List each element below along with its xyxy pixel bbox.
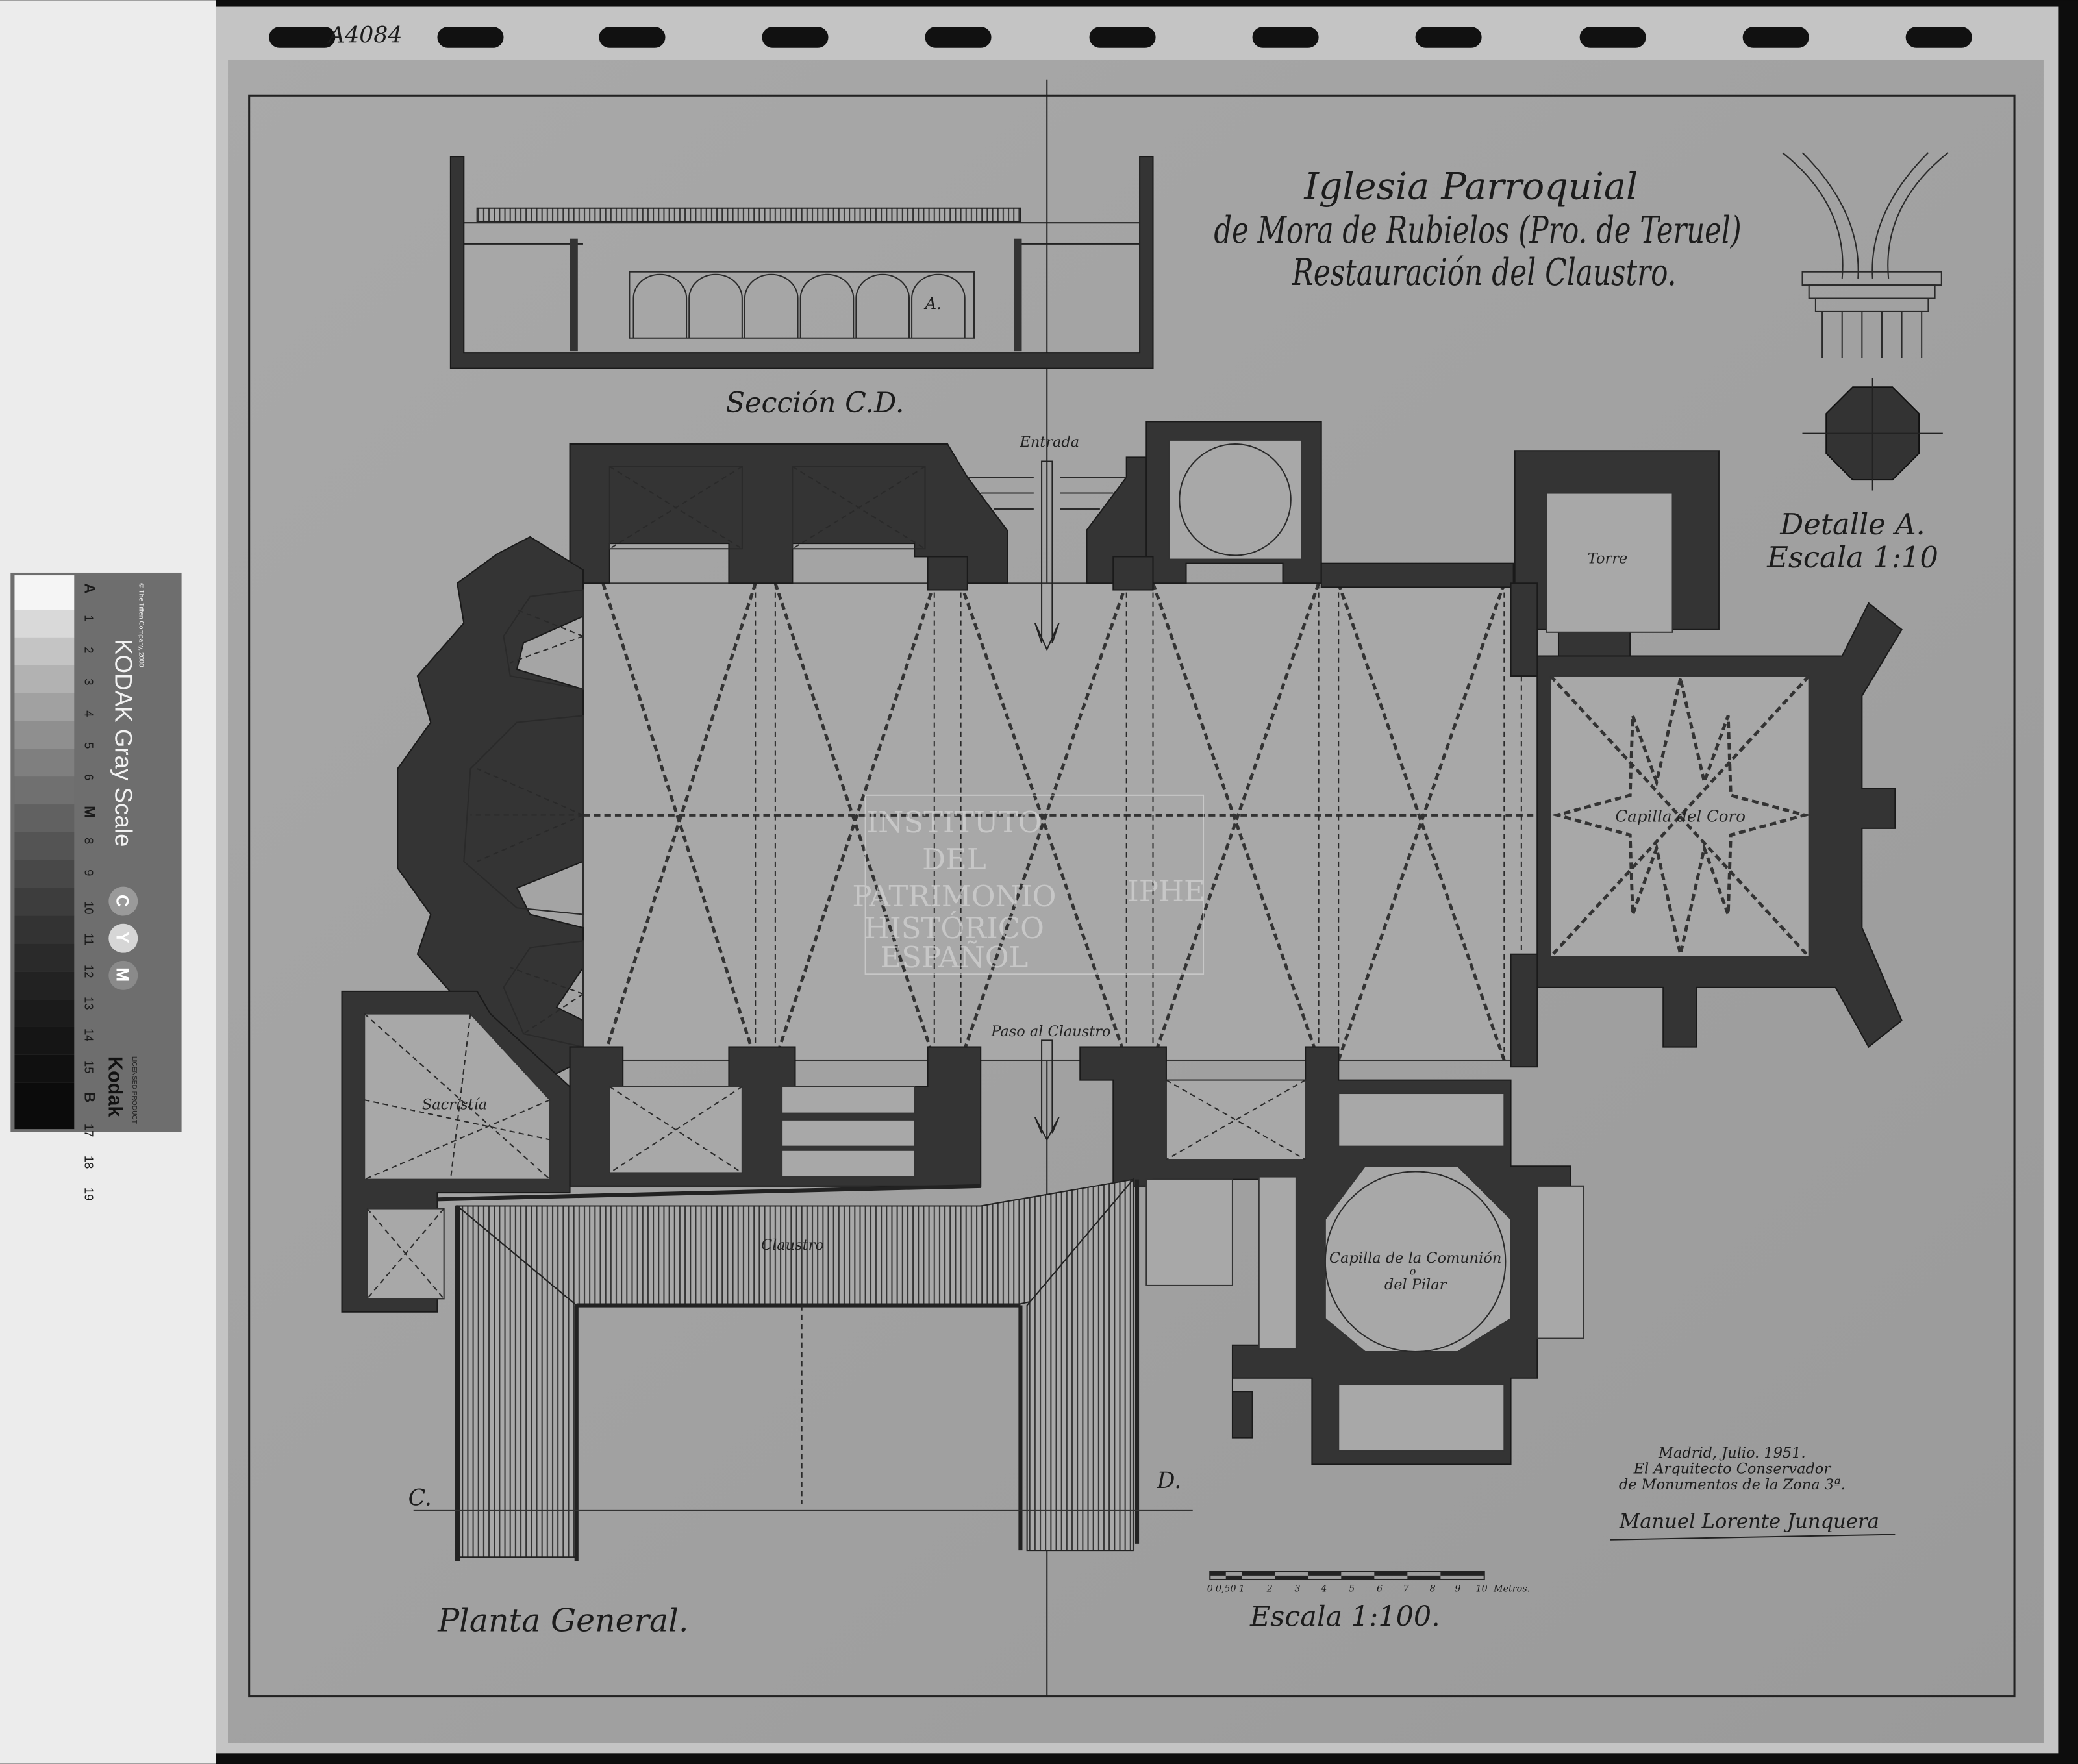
signature-role-2: de Monumentos de la Zona 3ª. — [1619, 1476, 1846, 1493]
section-cd-drawing: A. — [449, 156, 1154, 369]
scale-tick: 0,50 — [1216, 1584, 1236, 1594]
floor-plan — [341, 421, 1903, 1561]
card-title: KODAK Gray Scale — [110, 639, 137, 847]
detail-a-scale: Escala 1:10 — [1766, 540, 1938, 575]
communion-chapel-label-2: o — [1410, 1265, 1416, 1278]
title-line-3: Restauración del Claustro. — [1292, 251, 1677, 294]
choir-chapel-label: Capilla del Coro — [1616, 807, 1746, 826]
kodak-logo: Kodak — [104, 1056, 126, 1118]
scale-tick: 1 — [1239, 1584, 1245, 1594]
card-step: 13 — [82, 997, 96, 1010]
sacristy-label: Sacristía — [422, 1097, 487, 1113]
detail-a-marker: A. — [923, 294, 941, 313]
signature: Manuel Lorente Junquera — [1619, 1510, 1879, 1533]
nave — [582, 582, 1538, 1062]
card-step-A: A — [82, 583, 98, 593]
scale-tick: 2 — [1266, 1584, 1273, 1594]
signature-role-1: El Arquitecto Conservador — [1633, 1461, 1832, 1478]
watermark-mark: IPHE — [1127, 874, 1205, 908]
watermark-line: PATRIMONIO — [852, 879, 1056, 913]
card-step: 2 — [82, 647, 96, 653]
scale-tick: 5 — [1349, 1584, 1355, 1594]
card-step: 4 — [82, 710, 96, 717]
film-sprocket-holes — [269, 27, 1972, 48]
card-step: 10 — [82, 901, 96, 914]
scale-label: Escala 1:100. — [1249, 1600, 1440, 1633]
card-step: 19 — [82, 1187, 96, 1200]
card-step: 18 — [82, 1156, 96, 1169]
sheet-border — [248, 94, 2016, 1698]
watermark: INSTITUTO DEL PATRIMONIO HISTÓRICO ESPAÑ… — [852, 794, 1205, 975]
cmy-y: Y — [113, 932, 132, 943]
card-step: 3 — [82, 678, 96, 685]
cloister-label: Claustro — [761, 1237, 824, 1254]
gray-steps — [14, 575, 75, 1130]
watermark-line: INSTITUTO — [866, 805, 1042, 839]
scale-tick: 4 — [1320, 1584, 1327, 1594]
card-step: 6 — [82, 774, 96, 780]
watermark-line: DEL — [922, 842, 986, 876]
plan-title: Planta General. — [437, 1602, 688, 1639]
scale-tick: 3 — [1294, 1584, 1300, 1594]
communion-chapel-label-1: Capilla de la Comunión — [1329, 1250, 1501, 1267]
card-step-M: M — [82, 806, 98, 818]
star-vault-ribs — [1549, 675, 1812, 958]
signature-block: Madrid, Julio. 1951. El Arquitecto Conse… — [1610, 1445, 1896, 1541]
kodak-gray-scale-card: A 1 2 3 4 5 6 M 8 9 10 11 12 13 14 15 B … — [10, 572, 182, 1200]
scale-tick: 10 — [1476, 1584, 1488, 1594]
scale-tick: 9 — [1455, 1584, 1460, 1594]
card-step: 14 — [82, 1028, 96, 1041]
card-step: 5 — [82, 742, 96, 749]
cmy-m: M — [113, 967, 132, 982]
watermark-line: ESPAÑOL — [880, 940, 1028, 975]
tower-label: Torre — [1588, 551, 1627, 567]
detail-a-label: Detalle A. — [1779, 507, 1925, 541]
detail-a-drawing — [1782, 152, 1949, 491]
card-copyright: © The Tiffen Company, 2000 — [137, 583, 144, 667]
cmy-c: C — [113, 895, 132, 907]
scale-bar: 0 0,50 1 2 3 4 5 6 7 8 9 10 Metros. — [1207, 1571, 1530, 1594]
watermark-line: HISTÓRICO — [864, 911, 1044, 945]
scale-tick: 0 — [1207, 1584, 1213, 1594]
section-mark-d: D. — [1157, 1468, 1182, 1494]
scale-tick: 6 — [1377, 1584, 1383, 1594]
card-step-B: B — [82, 1092, 98, 1102]
communion-chapel-label-3: del Pilar — [1384, 1276, 1447, 1293]
section-cd-label: Sección C.D. — [726, 387, 905, 419]
signature-place-date: Madrid, Julio. 1951. — [1658, 1445, 1806, 1461]
archive-mark: A4084 — [327, 23, 402, 49]
card-step: 12 — [82, 965, 96, 978]
card-step: 17 — [82, 1124, 96, 1137]
title-block: Iglesia Parroquial de Mora de Rubielos (… — [1214, 165, 1741, 294]
card-step: 8 — [82, 838, 96, 844]
card-step: 15 — [82, 1060, 96, 1073]
card-step: 11 — [82, 933, 96, 945]
scale-unit: Metros. — [1493, 1584, 1530, 1594]
scale-tick: 7 — [1403, 1584, 1410, 1594]
entrance-label: Entrada — [1019, 434, 1079, 451]
title-line-1: Iglesia Parroquial — [1303, 165, 1638, 208]
scale-tick: 8 — [1430, 1584, 1436, 1594]
licensed-product: LICENSED PRODUCT — [131, 1056, 138, 1124]
nave-vault-ribs — [582, 582, 1538, 1061]
section-mark-c: C. — [408, 1485, 432, 1511]
cloister-passage-label: Paso al Claustro — [990, 1023, 1110, 1040]
title-line-2: de Mora de Rubielos (Pro. de Teruel) — [1214, 209, 1741, 252]
card-step: 9 — [82, 869, 96, 876]
card-step: 1 — [82, 615, 96, 621]
